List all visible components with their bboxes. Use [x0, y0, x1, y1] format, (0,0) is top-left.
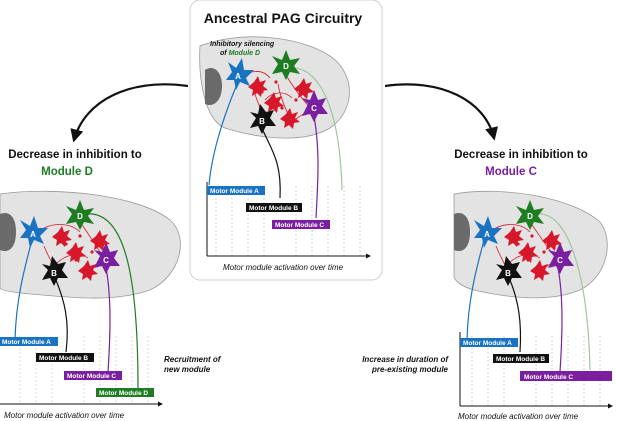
right-neuron-b: B	[496, 256, 522, 286]
left-note-line1: Recruitment of	[164, 355, 222, 364]
left-neuron-a-label: A	[30, 230, 36, 239]
center-bar-a-label: Motor Module A	[210, 188, 259, 195]
right-neuron-a-label: A	[484, 230, 490, 239]
center-brain-aqueduct	[205, 67, 222, 106]
center-bar-a: Motor Module A	[207, 186, 265, 195]
right-axis-label: Motor module activation over time	[458, 412, 579, 421]
left-bar-c-label: Motor Module C	[67, 373, 116, 380]
right-bar-a: Motor Module A	[460, 338, 518, 347]
right-bar-b: Motor Module B	[493, 354, 549, 363]
left-brain	[0, 190, 181, 299]
right-heading-module: Module C	[485, 166, 537, 178]
left-neuron-a: A	[20, 216, 48, 248]
right-bar-b-label: Motor Module B	[496, 356, 545, 363]
left-time-grid	[19, 336, 149, 404]
center-annotation-line2: of Module D	[220, 50, 260, 57]
right-neuron-d: D	[516, 200, 544, 230]
left-bar-b: Motor Module B	[36, 353, 94, 362]
center-bar-b-label: Motor Module B	[249, 205, 298, 212]
left-bar-a-label: Motor Module A	[2, 339, 51, 346]
right-bar-c: Motor Module C	[520, 371, 612, 381]
left-axons	[14, 213, 139, 389]
left-axis-label: Motor module activation over time	[4, 411, 125, 420]
left-bar-c: Motor Module C	[64, 371, 122, 380]
center-annotation-line1: Inhibitory silencing	[210, 41, 275, 48]
center-neuron-c: C	[302, 90, 328, 122]
right-interneurons	[504, 226, 562, 281]
right-note-line1: Increase in duration of	[362, 355, 449, 364]
left-brain-outline	[0, 190, 181, 299]
left-neuron-d-label: D	[77, 212, 83, 221]
center-axis-label: Motor module activation over time	[223, 263, 344, 272]
center-neuron-c-label: C	[311, 104, 317, 113]
center-neuron-d-label: D	[283, 62, 289, 71]
arrow-to-right-panel	[384, 83, 498, 141]
right-neuron-a: A	[474, 216, 502, 248]
center-neuron-a: A	[226, 58, 254, 90]
right-heading-line1: Decrease in inhibition to	[454, 149, 588, 161]
left-bar-a: Motor Module A	[0, 337, 58, 346]
left-bar-d: Motor Module D	[96, 388, 154, 397]
center-axons	[208, 67, 343, 219]
center-interneurons	[248, 76, 314, 129]
center-bar-c-label: Motor Module C	[275, 222, 324, 229]
left-neuron-d: D	[66, 200, 94, 230]
right-axons	[466, 213, 591, 373]
left-bar-d-label: Motor Module D	[99, 390, 148, 397]
right-neuron-c: C	[548, 242, 574, 274]
center-neuron-a-label: A	[235, 72, 241, 81]
center-annotation-of: of	[220, 50, 229, 57]
center-annotation-module: Module D	[229, 50, 261, 57]
left-note-line2: new module	[164, 365, 211, 374]
left-brain-aqueduct	[0, 212, 16, 252]
arrow-to-left-panel	[70, 83, 189, 143]
right-brain-outline	[453, 190, 608, 299]
right-note-line2: pre-existing module	[371, 365, 449, 374]
left-neuron-b: B	[42, 256, 68, 286]
right-neuron-d-label: D	[527, 212, 533, 221]
left-bar-b-label: Motor Module B	[39, 355, 88, 362]
left-neuron-b-label: B	[51, 269, 57, 278]
right-bar-c-label: Motor Module C	[524, 374, 573, 381]
center-bar-b: Motor Module B	[246, 203, 302, 212]
center-bar-c: Motor Module C	[272, 220, 330, 229]
left-heading-line1: Decrease in inhibition to	[8, 149, 142, 161]
right-brain-aqueduct	[454, 212, 470, 252]
left-interneurons	[52, 226, 110, 281]
right-neuron-b-label: B	[505, 269, 511, 278]
left-neuron-c-label: C	[103, 256, 109, 265]
left-neuron-c: C	[94, 242, 120, 274]
left-heading-module: Module D	[41, 166, 93, 178]
center-title: Ancestral PAG Circuitry	[204, 10, 363, 26]
center-neuron-d: D	[272, 50, 300, 80]
center-neuron-b-label: B	[259, 117, 265, 126]
right-bar-a-label: Motor Module A	[463, 340, 512, 347]
right-neuron-c-label: C	[557, 256, 563, 265]
center-neuron-b: B	[250, 104, 276, 134]
right-brain	[453, 190, 608, 299]
